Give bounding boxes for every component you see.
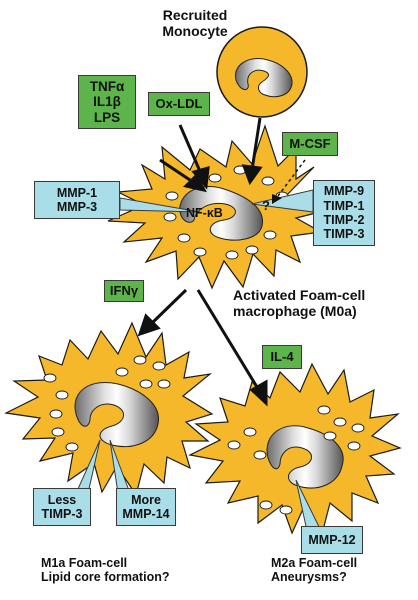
monocyte-cell bbox=[216, 26, 308, 118]
m2-mmp12-box: MMP-12 bbox=[301, 526, 363, 554]
monocyte-nucleus bbox=[235, 58, 293, 98]
more-text: More bbox=[131, 492, 161, 507]
oxldl-box: Ox-LDL bbox=[148, 92, 210, 116]
m1-more-mmp14-box: More MMP-14 bbox=[116, 488, 176, 526]
m0a-caption: Activated Foam-cell macrophage (M0a) bbox=[233, 287, 366, 319]
m1-less-timp3-box: Less TIMP-3 bbox=[33, 488, 91, 526]
mmp1-text: MMP-1 bbox=[56, 185, 98, 200]
m0a-nucleus bbox=[179, 186, 263, 241]
m1a-caption: M1a Foam-cell Lipid core formation? bbox=[41, 556, 169, 584]
m0a-caption-line-1: Activated Foam-cell bbox=[233, 287, 366, 303]
m0a-cell bbox=[107, 124, 331, 290]
il1-beta-text: IL1β bbox=[93, 94, 121, 110]
m2a-caption-line-1: M2a Foam-cell bbox=[271, 556, 358, 570]
monocyte-label-line-2: Monocyte bbox=[162, 22, 228, 39]
m0-left-pointer bbox=[119, 197, 201, 213]
mcsf-box: M-CSF bbox=[282, 132, 338, 156]
mcsf-text: M-CSF bbox=[289, 135, 331, 151]
tnf-alpha-text: TNFα bbox=[89, 78, 125, 94]
mmp3-text: MMP-3 bbox=[56, 200, 98, 214]
arrow-head-monocyte bbox=[241, 164, 263, 186]
m2a-caption-line-2: Aneurysms? bbox=[271, 570, 347, 584]
mmp14-text: MMP-14 bbox=[122, 507, 170, 521]
mmp12-text: MMP-12 bbox=[308, 532, 356, 547]
timp2-text: TIMP-2 bbox=[323, 213, 365, 227]
timp3-m1-text: TIMP-3 bbox=[41, 507, 83, 521]
m1a-caption-line-1: M1a Foam-cell bbox=[41, 556, 128, 570]
m2a-cell bbox=[188, 362, 402, 536]
m0a-caption-line-2: macrophage (M0a) bbox=[233, 302, 357, 319]
mcsf-dashed-arrow bbox=[272, 159, 306, 204]
arrow-head-il4 bbox=[249, 379, 268, 407]
arrow-head-tnf bbox=[183, 173, 207, 193]
ifn-gamma-text: IFNγ bbox=[109, 282, 139, 298]
timp1-text: TIMP-1 bbox=[323, 198, 365, 213]
m0-mmp-box: MMP-1 MMP-3 bbox=[34, 181, 120, 219]
m1a-lipid-droplets bbox=[43, 355, 171, 452]
m2a-caption: M2a Foam-cell Aneurysms? bbox=[271, 556, 357, 584]
m2a-nucleus bbox=[266, 425, 344, 489]
arrow-head-oxldl bbox=[191, 165, 210, 190]
question-mark: ? bbox=[262, 198, 270, 213]
monocyte-label-line-1: Recruited bbox=[162, 7, 228, 23]
m1a-caption-line-2: Lipid core formation? bbox=[41, 570, 170, 584]
less-text: Less bbox=[47, 492, 77, 507]
arrows bbox=[137, 117, 268, 407]
monocyte-label: Recruited Monocyte bbox=[140, 7, 250, 39]
mmp9-text: MMP-9 bbox=[323, 184, 365, 199]
m1a-nucleus bbox=[74, 382, 159, 447]
m1a-cell bbox=[4, 321, 214, 497]
timp3-text: TIMP-3 bbox=[323, 227, 365, 242]
lps-text: LPS bbox=[93, 109, 121, 125]
nfkb-label: NF-κB bbox=[186, 206, 223, 220]
m0-timp-box: MMP-9 TIMP-1 TIMP-2 TIMP-3 bbox=[313, 180, 375, 246]
arrow-head-ifn bbox=[137, 313, 161, 337]
tnf-il1-lps-box: TNFα IL1β LPS bbox=[78, 75, 136, 129]
oxldl-text: Ox-LDL bbox=[155, 95, 203, 111]
m2a-lipid-droplets bbox=[227, 405, 365, 515]
il4-box: IL-4 bbox=[262, 345, 302, 369]
ifn-gamma-box: IFNγ bbox=[104, 280, 144, 302]
il4-text: IL-4 bbox=[270, 348, 294, 364]
m0a-lipid-droplets bbox=[163, 165, 289, 260]
